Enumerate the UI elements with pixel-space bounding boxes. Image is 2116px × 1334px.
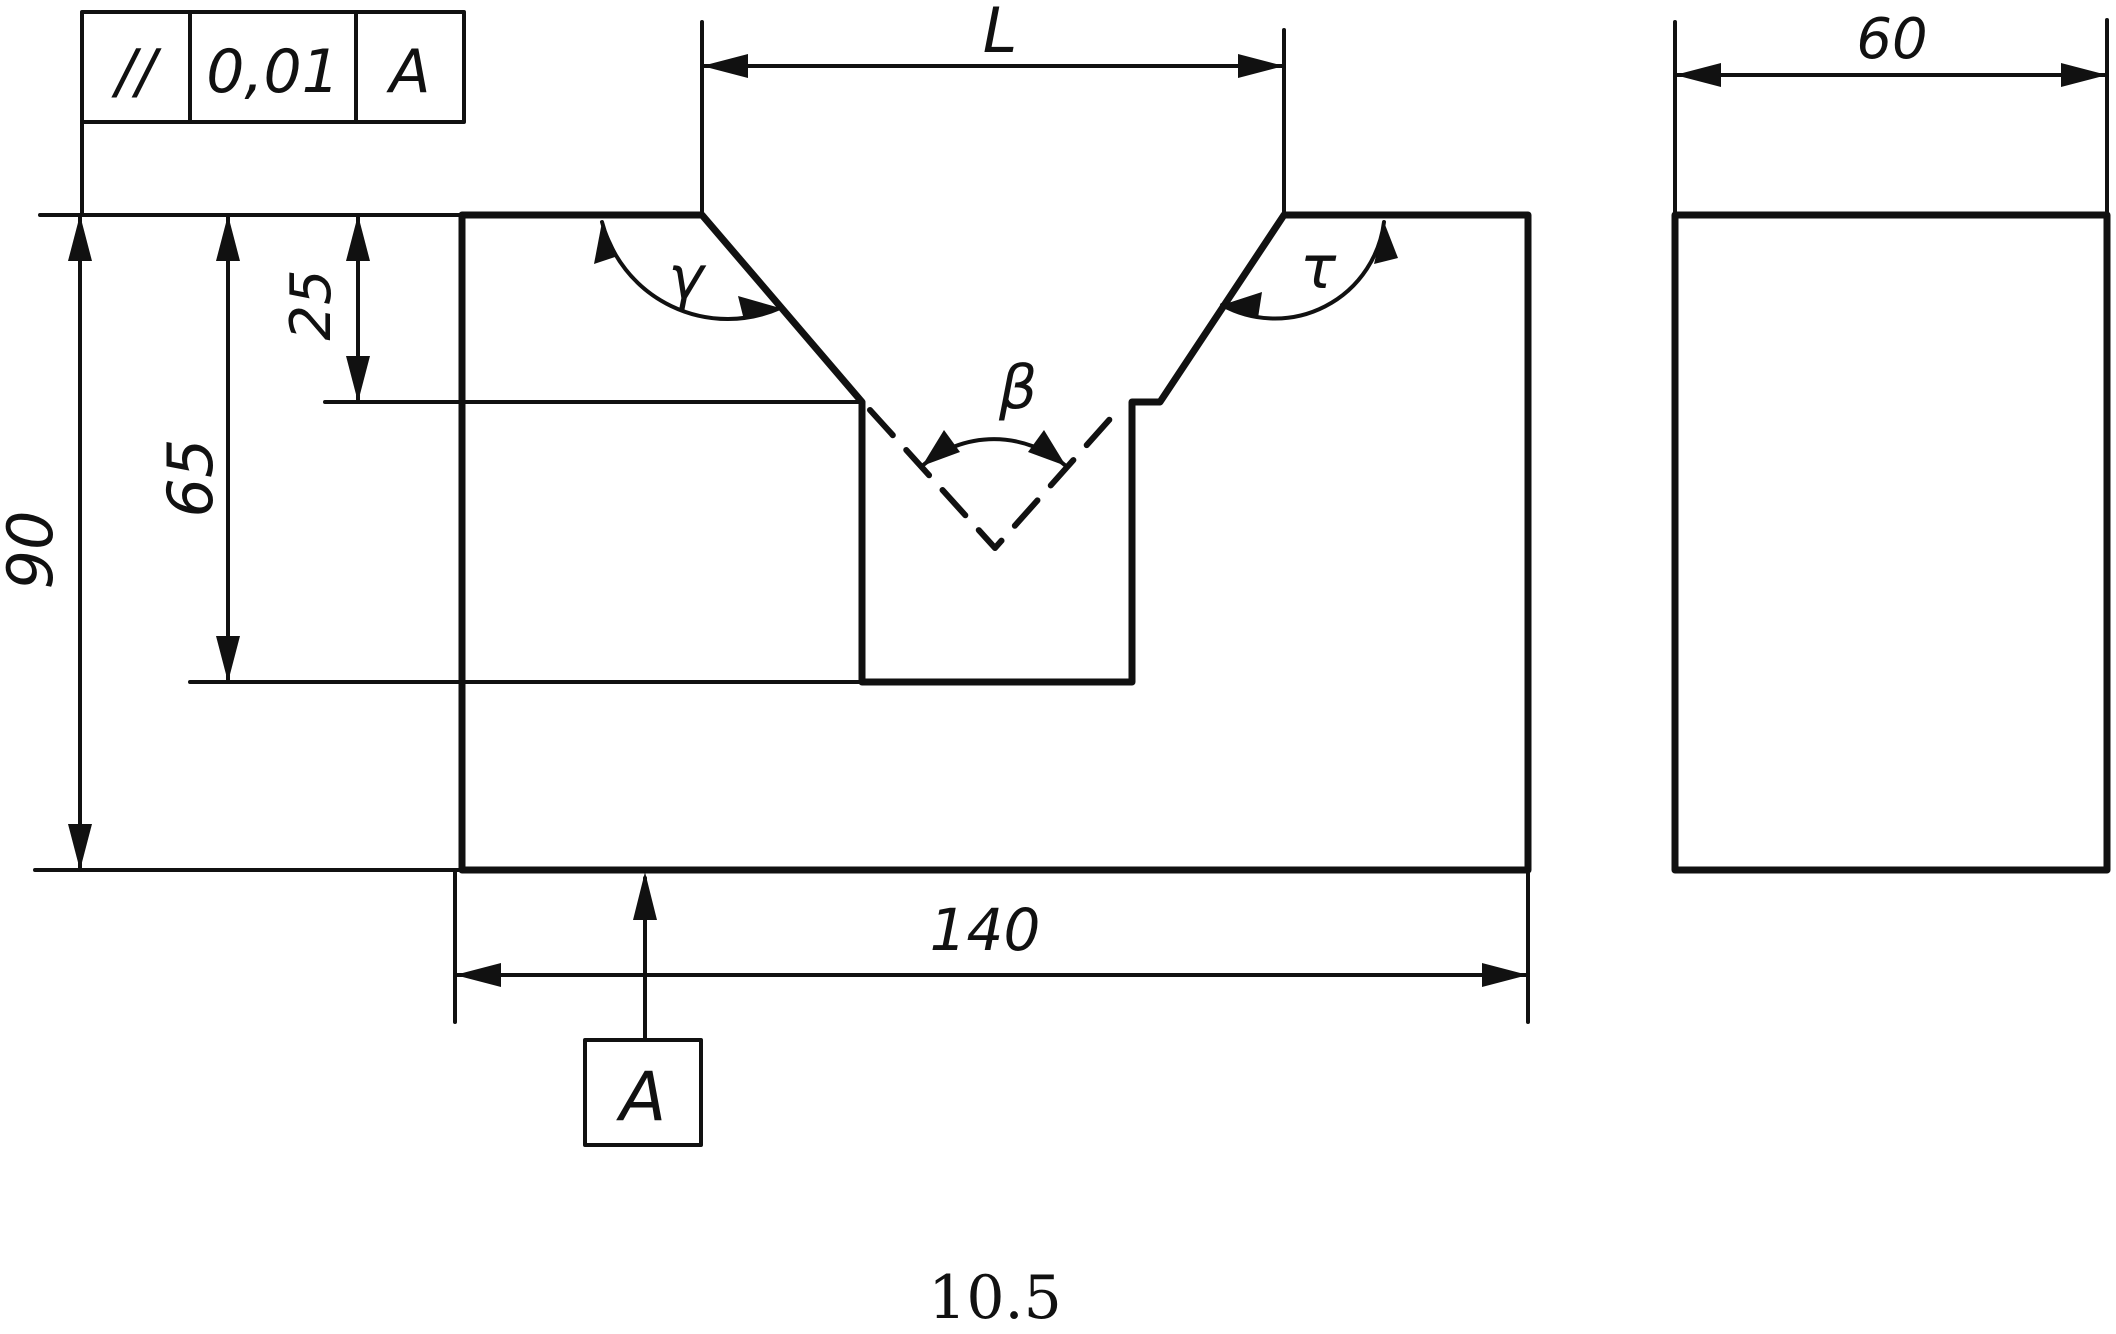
front-view bbox=[458, 211, 1532, 874]
arrowhead bbox=[68, 824, 92, 870]
arrowhead bbox=[216, 215, 240, 261]
angle-arc-tau bbox=[1220, 220, 1386, 321]
angle-labels: γ τ β bbox=[668, 233, 1337, 423]
arrowhead bbox=[455, 963, 501, 987]
tolerance-datum: A bbox=[385, 37, 430, 107]
v-notch-hidden-apex bbox=[867, 407, 1121, 551]
datum-label: A bbox=[616, 1058, 667, 1137]
arrowhead bbox=[1028, 430, 1066, 466]
arrowhead bbox=[1222, 292, 1262, 318]
side-view bbox=[1671, 211, 2111, 874]
dim-label-60: 60 bbox=[1856, 7, 1927, 72]
tolerance-frame-box bbox=[80, 10, 466, 124]
arrowhead bbox=[1374, 222, 1398, 264]
arrowhead bbox=[922, 430, 960, 466]
dim-label-140: 140 bbox=[930, 896, 1041, 964]
tolerance-symbol: // bbox=[111, 37, 162, 107]
datum-box bbox=[583, 1038, 703, 1147]
arrowhead bbox=[1675, 63, 1721, 87]
arrowhead bbox=[738, 296, 780, 320]
arrowhead bbox=[594, 222, 618, 264]
angle-label-beta: β bbox=[998, 353, 1037, 423]
datum-symbol: A bbox=[583, 872, 703, 1147]
arrowhead bbox=[68, 215, 92, 261]
dim-label-25: 25 bbox=[279, 269, 344, 340]
arrowhead bbox=[216, 636, 240, 682]
arrowhead bbox=[346, 356, 370, 402]
side-view-outline bbox=[1671, 211, 2111, 874]
dim-label-l: L bbox=[983, 0, 1018, 67]
front-view-outline bbox=[458, 211, 1532, 874]
arrowhead bbox=[1482, 963, 1528, 987]
angle-label-tau: τ bbox=[1300, 233, 1337, 303]
arrowhead bbox=[1238, 54, 1284, 78]
dim-label-90: 90 bbox=[0, 511, 67, 590]
extension-lines bbox=[33, 18, 2109, 1024]
dimension-labels: L 60 140 90 65 25 bbox=[0, 0, 1928, 964]
angle-label-gamma: γ bbox=[668, 243, 707, 313]
arrowhead bbox=[633, 872, 657, 920]
figure-caption: 10.5 bbox=[928, 1263, 1062, 1333]
arrowhead bbox=[702, 54, 748, 78]
angle-arcs bbox=[594, 220, 1398, 468]
dim-label-65: 65 bbox=[154, 439, 227, 518]
arrowhead bbox=[2061, 63, 2107, 87]
tolerance-value: 0,01 bbox=[206, 37, 340, 107]
arrowhead bbox=[346, 215, 370, 261]
dimension-lines bbox=[68, 54, 2109, 987]
tolerance-frame: // 0,01 A bbox=[80, 10, 466, 124]
